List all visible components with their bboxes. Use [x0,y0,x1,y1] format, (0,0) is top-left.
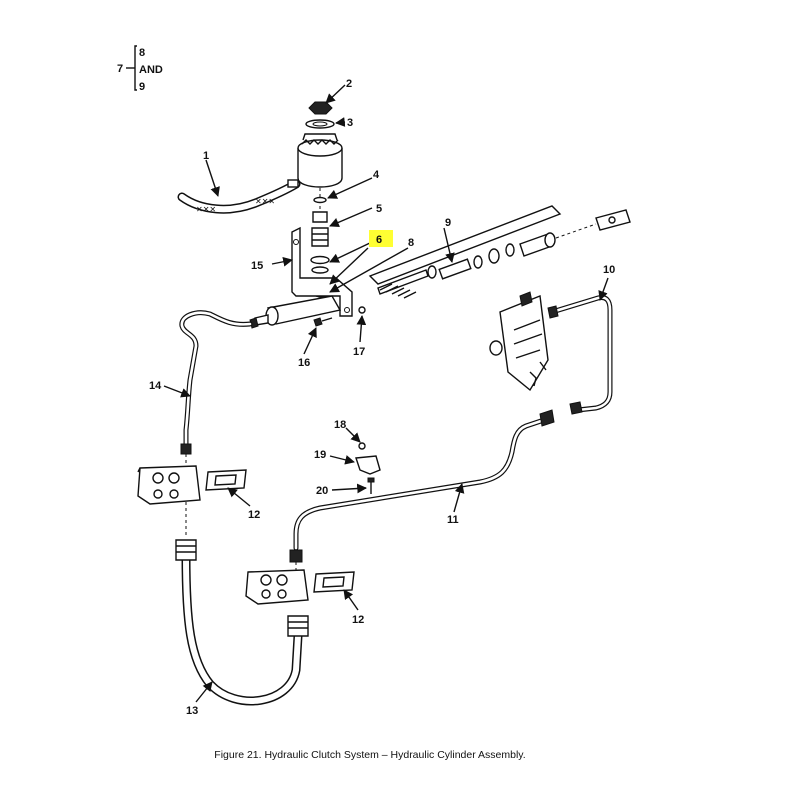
push-rod-kit [368,205,631,299]
callout-15: 15 [251,260,263,272]
ref-item-1: 8 [139,47,145,59]
callout-5: 5 [376,203,382,215]
svg-text:✕✕✕: ✕✕✕ [255,197,275,206]
callout-6: 6 [376,234,382,246]
seal-and-fitting [311,196,329,247]
clip-hardware [355,442,381,494]
callout-labels: 1 2 3 4 5 6 8 9 10 11 12 12 13 14 15 16 … [149,78,615,717]
callout-19: 19 [314,449,326,461]
mounting-screw [313,317,333,327]
callout-14: 14 [149,380,162,392]
callout-6-highlight [369,230,393,247]
callout-12-left: 12 [248,509,260,521]
callout-18: 18 [334,419,346,431]
callout-17: 17 [353,346,365,358]
hydraulic-tube-upper [547,295,613,415]
figure-caption: Figure 21. Hydraulic Clutch System – Hyd… [214,749,525,761]
callout-2: 2 [346,78,352,90]
mounting-block-left [137,465,201,505]
callout-1: 1 [203,150,209,162]
gasket-right [313,571,355,593]
mounting-block-right [245,569,309,605]
callout-8: 8 [408,237,414,249]
ref-item-3: 9 [139,81,145,93]
callout-11: 11 [447,514,459,526]
callout-10: 10 [603,264,615,276]
callout-12-right: 12 [352,614,364,626]
callout-3: 3 [347,117,353,129]
hydraulic-tube-left [179,310,253,536]
callout-4: 4 [373,169,380,181]
callout-20: 20 [316,485,328,497]
svg-text:✕✕✕: ✕✕✕ [196,205,216,214]
ref-item-2: AND [139,64,163,76]
callout-16: 16 [298,357,310,369]
reservoir-hose: ✕✕✕ ✕✕✕ [177,179,301,214]
flexible-hose [175,539,309,706]
callout-13: 13 [186,705,198,717]
callout-9: 9 [445,217,451,229]
reservoir-cap [305,101,335,129]
callout-leaders [163,84,609,703]
ref-lead: 7 [117,63,123,75]
mounting-nut [358,306,366,314]
gasket-left [205,469,247,491]
bracket [291,226,353,317]
slave-cylinder [489,291,549,392]
reference-block: 7 8 AND 9 [117,45,163,93]
reservoir [287,133,343,215]
master-cylinder [249,295,342,329]
